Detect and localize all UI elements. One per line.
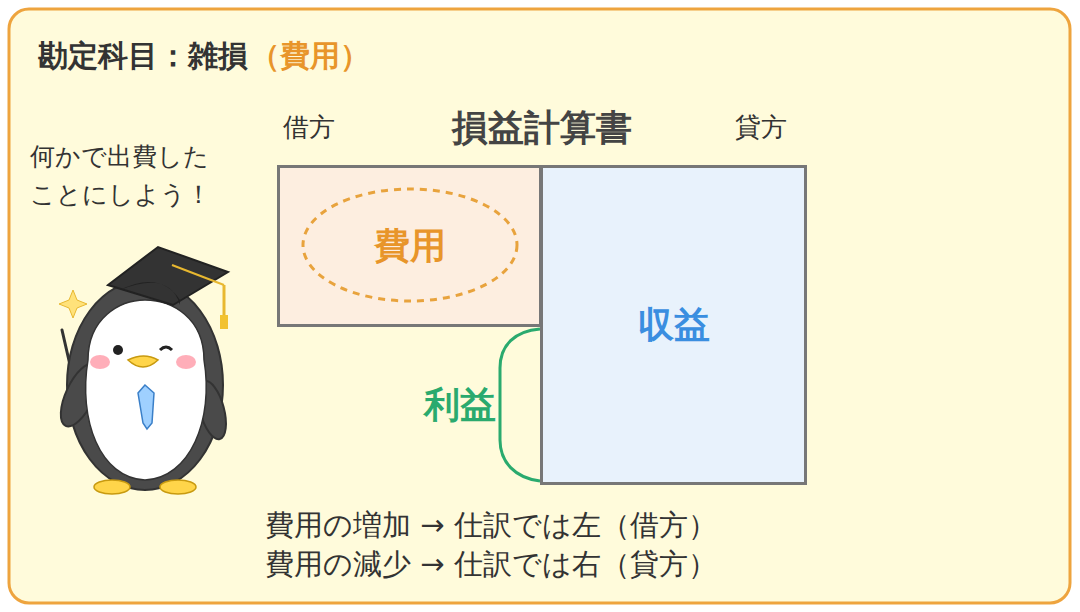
frame: [9, 9, 1070, 603]
title-category: （費用）: [250, 38, 370, 74]
statement-group: 損益計算書費用収益: [277, 98, 807, 485]
box-label: 収益: [638, 303, 710, 346]
column-header: 貸方: [735, 112, 787, 143]
box-label: 費用: [374, 224, 446, 267]
column-header: 借方: [283, 112, 335, 143]
statement-heading: 損益計算書: [452, 106, 632, 149]
rule-note: 費用の減少 → 仕訳では右（貸方）: [265, 547, 717, 582]
speech-text: ことにしよう！: [30, 180, 211, 210]
revenue-box: 収益: [540, 165, 807, 485]
penguin-illustration: [53, 247, 231, 494]
page-title: 勘定科目：雑損: [38, 38, 248, 74]
expense-box: 費用: [277, 165, 542, 327]
profit-label: 利益: [424, 383, 496, 426]
speech-text: 何かで出費した: [30, 142, 209, 172]
rule-note: 費用の増加 → 仕訳では左（借方）: [265, 508, 717, 543]
profit-bracket: [500, 329, 540, 481]
